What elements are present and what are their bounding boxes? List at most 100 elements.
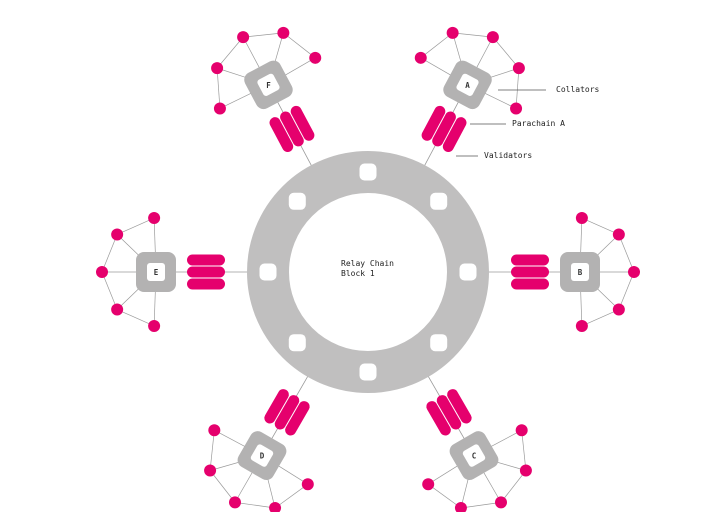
collator-chain-line	[209, 430, 215, 471]
collator-chain-line	[216, 36, 244, 69]
collator-chain-line	[618, 234, 635, 273]
validator-pill	[511, 278, 549, 290]
collator-node	[454, 501, 467, 512]
parachain-label: C	[472, 452, 477, 461]
validator-pill	[290, 105, 315, 141]
collator-chain-line	[427, 483, 462, 509]
validator-pill	[511, 266, 549, 278]
relay-chain-slot	[459, 263, 477, 281]
validator-pill	[187, 278, 225, 290]
parachain-spokes: A B C D E F	[96, 26, 640, 512]
parachain-label: D	[260, 452, 265, 461]
collator-chain-line	[521, 430, 527, 471]
relay-chain-label-line2: Block 1	[341, 269, 375, 278]
collator-node	[510, 102, 523, 115]
parachain-a: A	[414, 26, 525, 184]
collator-node	[269, 501, 282, 512]
collator-node	[422, 478, 435, 491]
collator-node	[515, 424, 528, 437]
collator-node	[301, 478, 314, 491]
collator-node	[446, 26, 459, 39]
collator-chain-line	[243, 32, 284, 38]
parachain-block-inner	[250, 444, 274, 467]
collators-annotation: Collators	[556, 85, 600, 94]
collator-chain-line	[420, 32, 453, 59]
collator-node	[495, 496, 507, 509]
collator-chain-line	[101, 271, 118, 310]
relay-chain-slot	[430, 334, 448, 352]
collator-node	[628, 266, 640, 278]
collator-node	[277, 26, 290, 39]
collator-chain-line	[283, 32, 316, 59]
parachain-block-inner	[571, 263, 589, 281]
collator-node	[575, 212, 588, 225]
collator-node	[237, 31, 250, 44]
relay-chain-slots	[259, 163, 477, 381]
collator-node	[575, 319, 588, 332]
collator-chain-line	[216, 68, 221, 109]
parachain-block-inner	[257, 73, 280, 96]
collator-chain-line	[581, 309, 619, 327]
relay-chain-slot	[259, 263, 277, 281]
validator-pill	[187, 266, 225, 278]
parachain-f: F	[211, 26, 322, 184]
collator-chain-line	[117, 309, 155, 327]
validator-pill	[442, 117, 467, 153]
validator-pill	[264, 389, 289, 424]
relay-chain-slot	[430, 192, 448, 210]
collator-chain-line	[460, 502, 502, 509]
collator-chain-line	[274, 483, 309, 509]
parachain-label: B	[578, 268, 583, 277]
validators-annotation: Validators	[484, 151, 532, 160]
parachain-c: C	[417, 358, 532, 512]
validator-pill	[285, 401, 310, 436]
relay-chain-slot	[288, 192, 306, 210]
collator-node	[111, 303, 124, 316]
parachain-block-inner	[147, 263, 165, 281]
parachain-e: E	[96, 212, 268, 332]
parachain-block-inner	[462, 444, 486, 467]
collator-chain-line	[101, 234, 118, 273]
relay-chain-slot	[359, 163, 377, 181]
collator-node	[208, 424, 221, 437]
parachain-b: B	[468, 212, 640, 332]
collator-node	[612, 228, 625, 241]
validator-pill	[432, 111, 456, 147]
parachain-label: A	[465, 81, 470, 90]
validator-pill	[426, 401, 451, 436]
collator-node	[213, 102, 226, 115]
collator-node	[204, 464, 217, 477]
collator-chain-line	[500, 470, 527, 503]
validator-pill	[274, 395, 300, 430]
collator-chain-line	[581, 217, 619, 235]
collator-chain-line	[234, 502, 276, 509]
parachain-annotation: Parachain A	[512, 119, 565, 128]
collator-node	[111, 228, 124, 241]
parachain-block-inner	[456, 73, 479, 96]
collator-chain-line	[209, 470, 236, 503]
collator-node	[211, 62, 224, 75]
validator-pill	[269, 117, 294, 153]
collator-node	[612, 303, 625, 316]
validator-pill	[511, 254, 549, 266]
collator-node	[148, 319, 161, 332]
validator-pill	[280, 111, 304, 147]
collator-chain-line	[515, 68, 520, 109]
collator-node	[229, 496, 241, 509]
parachain-label: F	[266, 81, 271, 90]
collator-node	[148, 212, 161, 225]
relay-chain-slot	[359, 363, 377, 381]
parachain-label: E	[154, 268, 159, 277]
validator-pill	[187, 254, 225, 266]
collator-node	[414, 51, 427, 64]
collator-chain-line	[618, 271, 635, 310]
validator-pill	[447, 389, 472, 424]
collator-chain-line	[492, 36, 520, 69]
relay-chain-label-line1: Relay Chain	[341, 259, 394, 268]
collator-chain-line	[452, 32, 493, 38]
collator-node	[309, 51, 322, 64]
parachain-d: D	[204, 358, 319, 512]
collator-node	[486, 31, 499, 44]
